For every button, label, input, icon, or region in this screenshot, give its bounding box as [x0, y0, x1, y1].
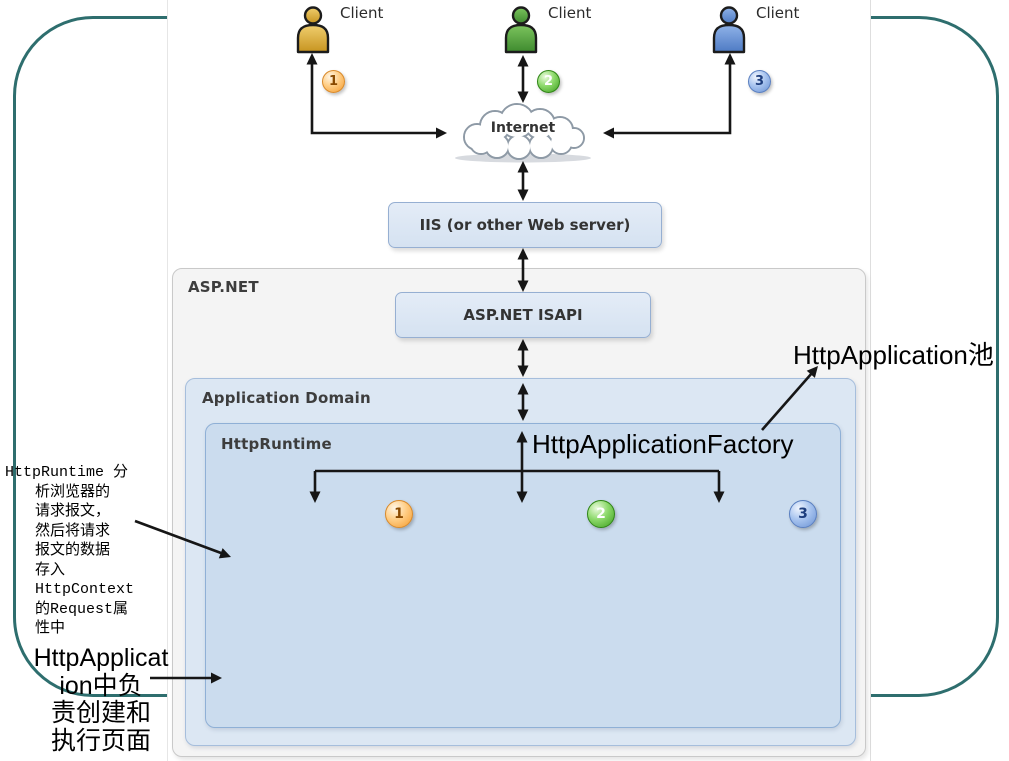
- httpruntime-container: HttpRuntime: [205, 423, 841, 728]
- httpruntime-note: HttpRuntime 分 析浏览器的 请求报文， 然后将请求 报文的数据 存入…: [5, 464, 135, 637]
- step-badge-1: 1: [322, 70, 345, 93]
- aspnet-isapi-label: ASP.NET ISAPI: [463, 306, 583, 324]
- client-label-2: Client: [548, 4, 592, 22]
- client-label-1: Client: [340, 4, 384, 22]
- client-person-icon: [504, 6, 538, 54]
- httpruntime-label: HttpRuntime: [221, 435, 332, 453]
- context-badge-2: 2: [587, 500, 615, 528]
- client-person-icon: [296, 6, 330, 54]
- internet-cloud-icon: [455, 103, 591, 163]
- httpapplication-pool-label: HttpApplication池: [793, 340, 994, 370]
- aspnet-label: ASP.NET: [188, 278, 259, 296]
- client-label-3: Client: [756, 4, 800, 22]
- internet-label: Internet: [490, 120, 556, 136]
- httpapplication-note: HttpApplicat ion中负 责创建和 执行页面: [33, 644, 169, 755]
- step-badge-3: 3: [748, 70, 771, 93]
- httpapplicationfactory-label: HttpApplicationFactory: [532, 429, 794, 459]
- application-domain-label: Application Domain: [202, 389, 371, 407]
- aspnet-isapi-box: ASP.NET ISAPI: [395, 292, 651, 338]
- context-badge-3: 3: [789, 500, 817, 528]
- context-badge-1: 1: [385, 500, 413, 528]
- iis-web-server-box: IIS (or other Web server): [388, 202, 662, 248]
- client-person-icon: [712, 6, 746, 54]
- step-badge-2: 2: [537, 70, 560, 93]
- iis-box-label: IIS (or other Web server): [419, 216, 631, 234]
